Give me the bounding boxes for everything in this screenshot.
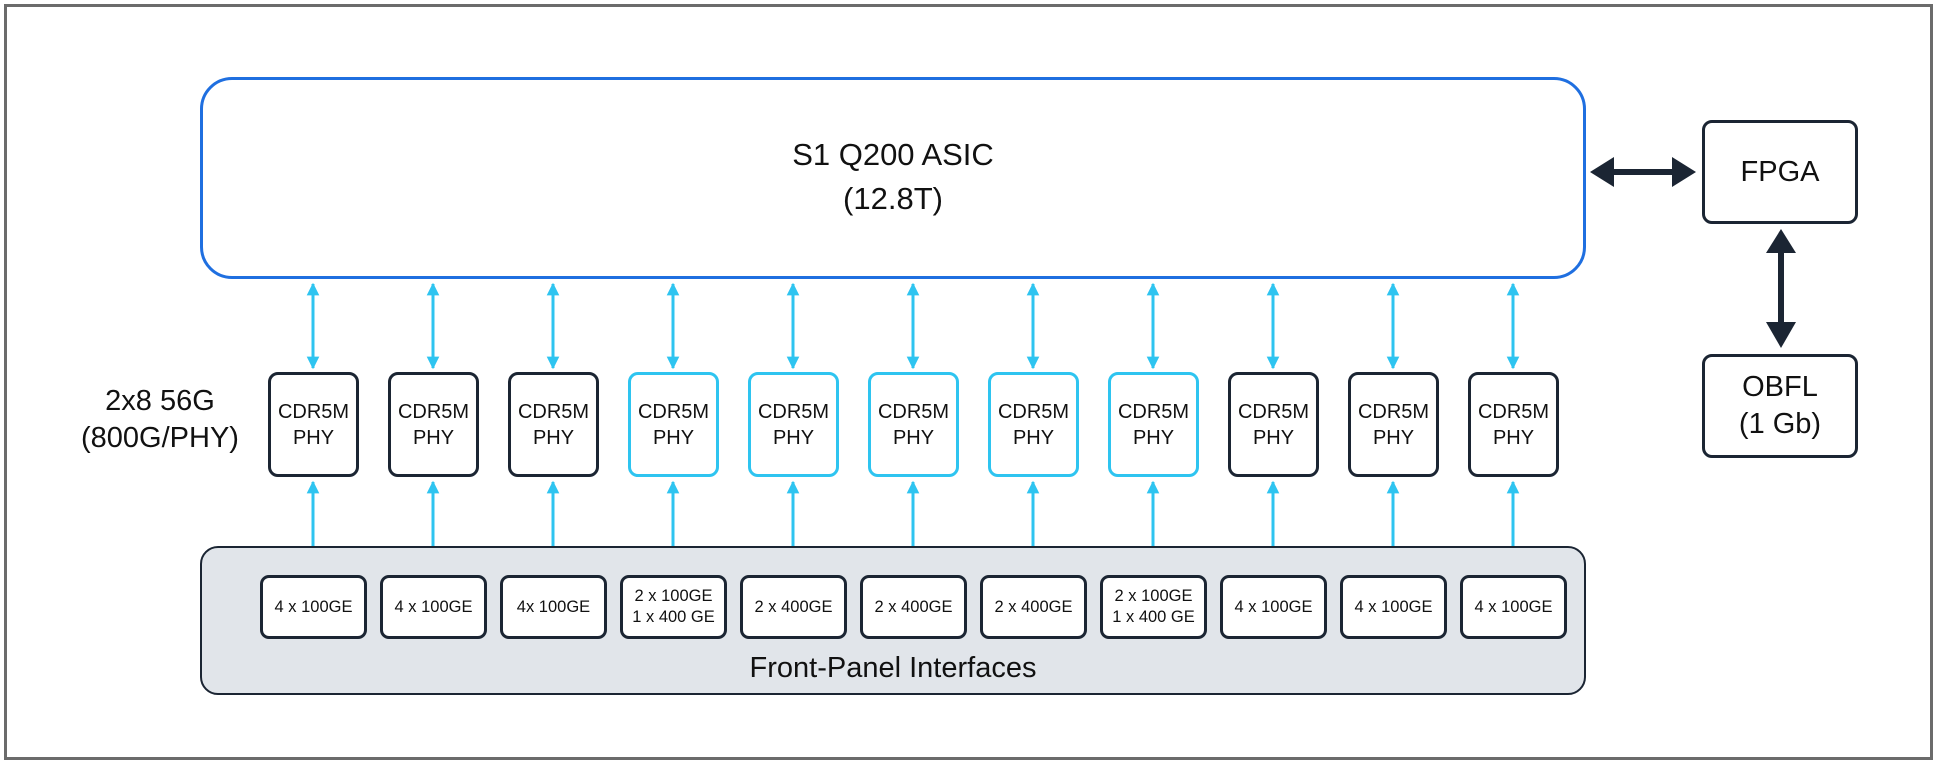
phy-block: CDR5M PHY [388,372,479,477]
port-group: 4 x 100GE [260,575,367,639]
port-label: 1 x 400 GE [1112,608,1195,626]
phy-block: CDR5M PHY [268,372,359,477]
fpga-block: FPGA [1702,120,1858,224]
phy-label-line1: CDR5M [1477,400,1550,423]
obfl-label: OBFL [1742,371,1818,403]
fpga-label: FPGA [1740,155,1820,188]
port-label: 1 x 400 GE [632,608,715,626]
phy-label-line2: PHY [772,426,815,449]
asic-capacity: (12.8T) [843,181,943,216]
phy-label-line2: PHY [1372,426,1415,449]
port-label: 4 x 100GE [1354,597,1433,616]
port-label: 2 x 400GE [754,597,833,616]
port-label: 4x 100GE [516,597,591,616]
phy-label-line1: CDR5M [1117,400,1190,423]
phy-label-line2: PHY [1252,426,1295,449]
port-group: 2 x 400GE [980,575,1087,639]
asic-block: S1 Q200 ASIC (12.8T) [200,77,1586,279]
phy-label-line2: PHY [652,426,695,449]
port-group: 2 x 400GE [860,575,967,639]
phy-label-line2: PHY [892,426,935,449]
obfl-block: OBFL (1 Gb) [1702,354,1858,458]
phy-label-line2: PHY [292,426,335,449]
port-label: 2 x 400GE [994,597,1073,616]
port-group: 2 x 400GE [740,575,847,639]
phy-block: CDR5M PHY [508,372,599,477]
port-group: 4 x 100GE [1220,575,1327,639]
port-group: 4 x 100GE [1340,575,1447,639]
port-group: 2 x 100GE 1 x 400 GE [1100,575,1207,639]
front-panel-label: Front-Panel Interfaces [749,652,1037,684]
asic-title: S1 Q200 ASIC [792,137,994,172]
phy-block: CDR5M PHY [1468,372,1559,477]
port-group: 4 x 100GE [380,575,487,639]
port-group: 4 x 100GE [1460,575,1567,639]
phy-row-label-line2: (800G/PHY) [81,422,239,454]
phy-label-line1: CDR5M [1237,400,1310,423]
phy-block: CDR5M PHY [628,372,719,477]
phy-label-line2: PHY [532,426,575,449]
phy-row-label-line1: 2x8 56G [105,385,215,417]
port-label: 4 x 100GE [394,597,473,616]
phy-label-line1: CDR5M [757,400,830,423]
phy-label-line2: PHY [1492,426,1535,449]
phy-block: CDR5M PHY [868,372,959,477]
phy-label-line1: CDR5M [877,400,950,423]
phy-block: CDR5M PHY [988,372,1079,477]
fpga-obfl-link [1766,229,1796,348]
port-label: 4 x 100GE [274,597,353,616]
phy-label-line2: PHY [412,426,455,449]
port-label: 4 x 100GE [1234,597,1313,616]
port-label: 2 x 100GE [634,587,713,605]
phy-block: CDR5M PHY [1108,372,1199,477]
phy-label-line1: CDR5M [997,400,1070,423]
phy-row-label: 2x8 56G (800G/PHY) [60,383,260,457]
obfl-capacity: (1 Gb) [1738,408,1822,440]
port-label: 2 x 100GE [1114,587,1193,605]
phy-label-line2: PHY [1012,426,1055,449]
diagram-frame [4,4,1933,760]
phy-label-line2: PHY [1132,426,1175,449]
port-label: 4 x 100GE [1474,597,1553,616]
asic-fpga-link [1590,157,1696,187]
phy-block: CDR5M PHY [748,372,839,477]
port-label: 2 x 400GE [874,597,953,616]
phy-label-line1: CDR5M [1357,400,1430,423]
phy-label-line1: CDR5M [517,400,590,423]
phy-label-line1: CDR5M [397,400,470,423]
port-group: 2 x 100GE 1 x 400 GE [620,575,727,639]
phy-label-line1: CDR5M [637,400,710,423]
phy-block: CDR5M PHY [1228,372,1319,477]
port-group: 4x 100GE [500,575,607,639]
phy-label-line1: CDR5M [277,400,350,423]
phy-block: CDR5M PHY [1348,372,1439,477]
